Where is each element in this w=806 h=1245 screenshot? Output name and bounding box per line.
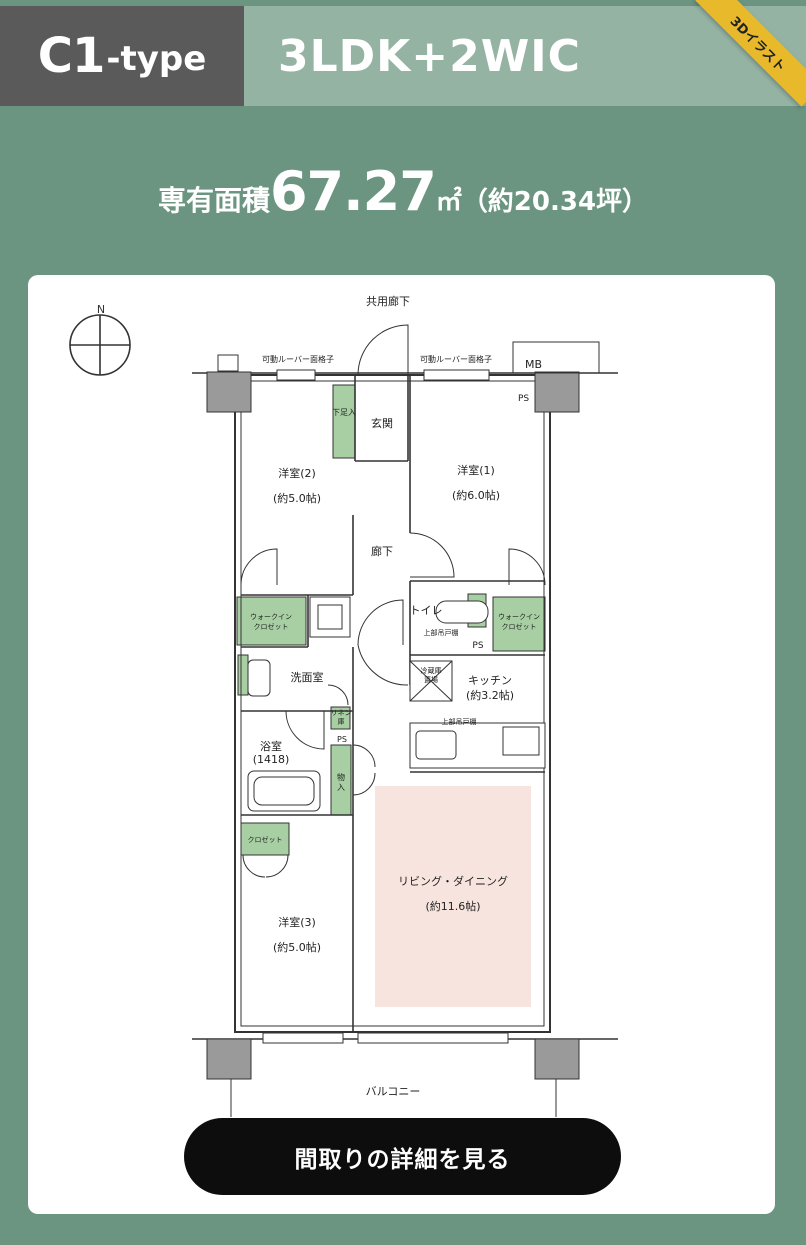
ps-wash-label: PS [337,735,347,744]
wic-left-line1: ウォークイン [250,613,292,621]
fixtures [247,596,546,812]
washroom-label: 洗面室 [291,670,324,684]
compass-label: N [97,303,105,316]
mb-box [512,341,600,374]
wic-left-line2: クロゼット [254,622,289,631]
common-corridor-label: 共用廊下 [366,294,410,308]
kitchen-cabinet-label: 上部吊戸棚 [442,717,477,726]
bedroom3-name: 洋室(3) [278,915,316,929]
storage-line2: 入 [337,783,345,792]
area-value: 67.27 [269,160,437,223]
floorplan-card: N 共用廊下 [28,275,775,1214]
linen-line1: リネン [331,709,352,717]
living-area-fill [375,786,531,1007]
entrance-label: 玄関 [371,416,393,430]
toilet-cabinet-label: 上部吊戸棚 [424,628,459,637]
bedroom3-size: (約5.0帖) [273,940,321,954]
balcony-windows [262,1032,509,1044]
kitchen-name: キッチン [468,674,512,687]
type-label: C1 -type [0,6,244,106]
louver-right-label: 可動ルーバー面格子 [420,354,492,364]
louver-right [423,369,490,381]
doors [240,324,546,878]
wash-shelf [237,654,249,696]
fridge-line1: 冷蔵庫 [421,666,442,675]
linen-storage [330,706,351,730]
wic-left [236,596,307,646]
layout-name: 3LDK+2WIC [278,30,581,82]
closet-label: クロゼット [248,835,283,844]
living-size: (約11.6帖) [425,899,480,913]
pillars [206,371,580,1080]
bedroom2-name: 洋室(2) [278,466,316,480]
wic-right [492,596,546,652]
area-label: 専有面積 [157,184,270,217]
interior-walls [241,375,545,1032]
fridge-line2: 置場 [424,675,438,684]
kitchen-size: (約3.2帖) [466,688,514,702]
bath-name: 浴室 [260,739,282,753]
vent-box [217,354,239,372]
living-name: リビング・ダイニング [398,874,508,888]
bath-size: (1418) [253,753,290,766]
layout-header: 3LDK+2WIC [244,6,806,106]
bedroom1-size: (約6.0帖) [452,488,500,502]
louver-left [276,369,316,381]
toilet-label: トイレ [410,604,443,617]
ps-top-label: PS [518,394,529,404]
area-info: 専有面積67.27㎡（約20.34坪） [0,160,806,223]
storage-line1: 物 [337,772,345,782]
compass-icon [69,314,131,376]
area-tsubo: （約20.34坪） [461,187,649,217]
linen-line2: 庫 [338,717,345,726]
type-code: C1 [37,28,106,84]
ps-toilet-label: PS [472,641,483,651]
shoe-storage-label: 下足入 [332,408,356,417]
balcony-label: バルコニー [366,1085,421,1098]
mb-label: MB [525,358,542,371]
wic-right-line2: クロゼット [502,622,537,631]
closet [240,822,290,856]
louver-left-label: 可動ルーバー面格子 [262,354,334,364]
hallway-label: 廊下 [371,544,393,558]
area-unit: ㎡ [435,187,462,217]
floorplan: N 共用廊下 [69,294,618,1117]
wic-right-line1: ウォークイン [498,613,540,621]
shoe-storage [332,384,356,459]
bedroom1-name: 洋室(1) [457,463,495,477]
type-suffix: -type [106,39,207,79]
bedroom2-size: (約5.0帖) [273,491,321,505]
view-details-button[interactable]: 間取りの詳細を見る [184,1118,621,1195]
